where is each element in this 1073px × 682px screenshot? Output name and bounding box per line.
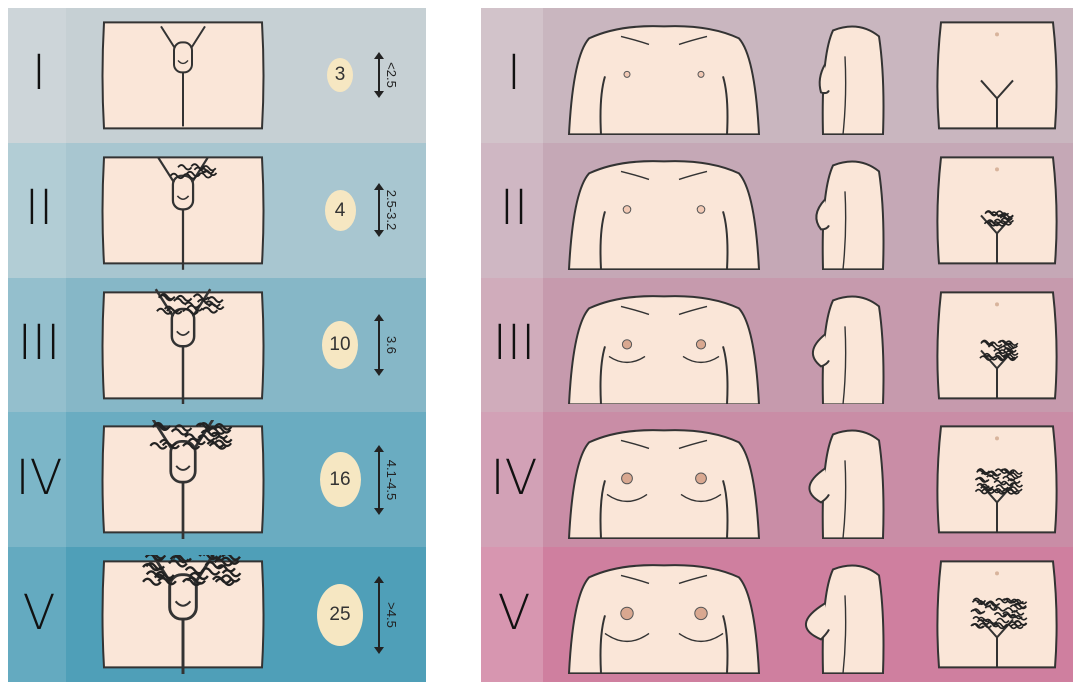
genital-illustration <box>98 286 268 405</box>
pubic-illustration <box>929 555 1065 674</box>
stage-label: I <box>481 49 547 97</box>
genital-illustration <box>98 16 268 135</box>
torso-front-illustration <box>559 286 769 405</box>
torso-profile-illustration <box>799 16 891 135</box>
penile-length: <2.5 <box>383 50 399 100</box>
genital-illustration <box>98 420 268 539</box>
male-stage-row: I 3 <2.5 <box>8 8 426 143</box>
pubic-illustration <box>929 420 1065 539</box>
length-arrow <box>378 189 380 231</box>
female-stage-row: I <box>481 8 1073 143</box>
male-stage-row: III 10 3.6 <box>8 278 426 413</box>
stage-label: II <box>8 184 70 232</box>
male-stage-row: II 4 2.5-3.2 <box>8 143 426 278</box>
torso-profile-illustration <box>799 420 891 539</box>
pubic-illustration <box>929 16 1065 135</box>
stage-label: III <box>481 319 547 367</box>
length-arrow <box>378 451 380 509</box>
testicular-volume: 25 <box>317 584 363 646</box>
genital-illustration <box>98 151 268 270</box>
stage-label: V <box>8 589 70 637</box>
pubic-illustration <box>929 151 1065 270</box>
female-stage-row: IV <box>481 412 1073 547</box>
penile-length: 4.1-4.5 <box>383 455 399 505</box>
stage-label: IV <box>8 454 70 502</box>
pubic-illustration <box>929 286 1065 405</box>
female-stage-row: V <box>481 547 1073 682</box>
penile-length: 3.6 <box>383 320 399 370</box>
testicular-volume: 3 <box>327 58 353 92</box>
stage-label: III <box>8 319 70 367</box>
penile-length: 2.5-3.2 <box>383 185 399 235</box>
stage-label: IV <box>481 454 547 502</box>
penile-length: >4.5 <box>383 590 399 640</box>
genital-illustration <box>98 555 268 674</box>
length-arrow <box>378 320 380 370</box>
torso-front-illustration <box>559 420 769 539</box>
female-stage-row: III <box>481 278 1073 413</box>
length-arrow <box>378 582 380 648</box>
torso-front-illustration <box>559 555 769 674</box>
torso-front-illustration <box>559 151 769 270</box>
testicular-volume: 16 <box>320 452 361 507</box>
torso-front-illustration <box>559 16 769 135</box>
stage-label: V <box>481 589 547 637</box>
length-arrow <box>378 58 380 92</box>
stage-label: II <box>481 184 547 232</box>
male-stage-row: V 25 >4.5 <box>8 547 426 682</box>
testicular-volume: 10 <box>322 321 358 369</box>
female-stage-row: II <box>481 143 1073 278</box>
torso-profile-illustration <box>799 286 891 405</box>
male-stage-row: IV 16 4.1-4.5 <box>8 412 426 547</box>
torso-profile-illustration <box>799 555 891 674</box>
stage-label: I <box>8 49 70 97</box>
testicular-volume: 4 <box>325 190 356 231</box>
torso-profile-illustration <box>799 151 891 270</box>
